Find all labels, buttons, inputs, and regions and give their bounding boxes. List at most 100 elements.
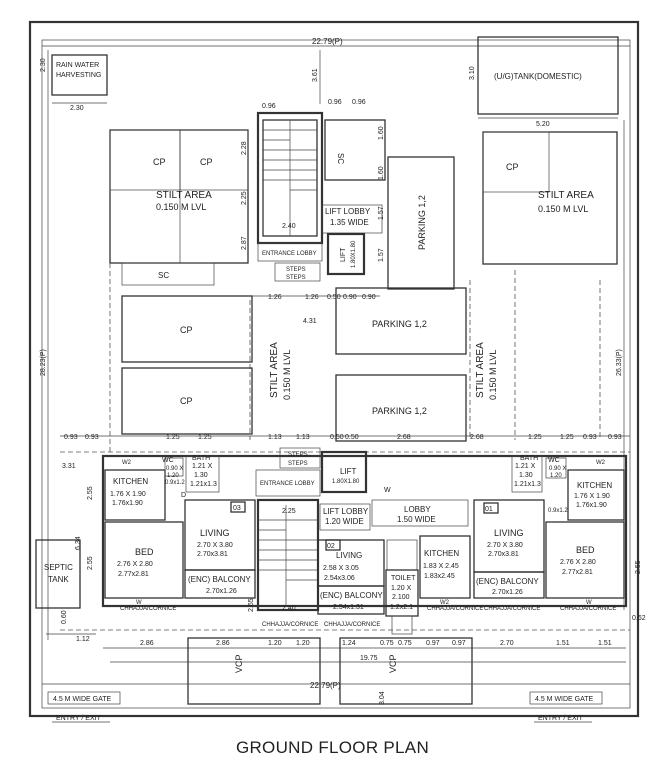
svg-text:1.80X1.80: 1.80X1.80: [351, 240, 357, 268]
svg-text:5.20: 5.20: [536, 121, 550, 128]
svg-text:1.20: 1.20: [167, 473, 179, 479]
svg-text:CP: CP: [200, 157, 213, 167]
bath-right: [511, 455, 543, 493]
svg-text:0.97: 0.97: [426, 640, 440, 647]
svg-text:1.21x1.3: 1.21x1.3: [514, 481, 541, 488]
svg-text:1.60: 1.60: [378, 166, 385, 180]
entrance-lobby-top: [257, 242, 323, 262]
svg-text:2.30: 2.30: [70, 105, 84, 112]
svg-text:2.68: 2.68: [397, 434, 411, 441]
inner-boundary: [41, 39, 631, 709]
svg-text:CHHAJJA/CORNICE: CHHAJJA/CORNICE: [484, 606, 540, 612]
lift-top: [326, 232, 366, 276]
gate-right: [529, 691, 603, 705]
svg-text:2.70x1.26: 2.70x1.26: [206, 588, 237, 595]
svg-text:0.75: 0.75: [380, 640, 394, 647]
svg-text:2.76 X 2.80: 2.76 X 2.80: [117, 561, 153, 568]
svg-text:W: W: [136, 600, 142, 606]
svg-text:BATH: BATH: [520, 455, 538, 462]
steps-bottom: [279, 447, 321, 469]
balcony-right: [473, 571, 545, 599]
svg-text:2.54x1.31: 2.54x1.31: [333, 604, 364, 611]
svg-text:KITCHEN: KITCHEN: [113, 477, 148, 486]
svg-text:1.20 WIDE: 1.20 WIDE: [325, 517, 364, 526]
svg-text:BED: BED: [135, 547, 154, 557]
svg-text:2.54x3.06: 2.54x3.06: [324, 575, 355, 582]
svg-text:W: W: [384, 487, 391, 494]
svg-text:2.65: 2.65: [248, 598, 255, 612]
svg-text:2.68: 2.68: [470, 434, 484, 441]
stilt-area-mid-right: STILT AREA: [475, 342, 486, 398]
svg-text:CHHAJJA/CORNICE: CHHAJJA/CORNICE: [120, 606, 176, 612]
svg-text:2.70x3.81: 2.70x3.81: [488, 551, 519, 558]
parking-low: [335, 374, 467, 442]
svg-text:2.70 X 3.80: 2.70 X 3.80: [197, 542, 233, 549]
svg-text:3.04: 3.04: [379, 691, 386, 705]
svg-text:22.79(P): 22.79(P): [310, 681, 341, 690]
entrance-lobby-bottom: [255, 469, 321, 497]
svg-text:2.87: 2.87: [241, 236, 248, 250]
plan-title: GROUND FLOOR PLAN: [235, 738, 430, 757]
svg-text:1.2x2.1: 1.2x2.1: [390, 604, 413, 611]
svg-text:2.40: 2.40: [282, 223, 296, 230]
svg-text:2.70x3.81: 2.70x3.81: [197, 551, 228, 558]
svg-text:CP: CP: [506, 162, 519, 172]
staircase-core-bottom: [256, 498, 320, 612]
svg-text:03: 03: [233, 505, 241, 512]
vcp-left: [187, 637, 321, 705]
svg-text:STEPS: STEPS: [288, 461, 308, 467]
lift-mid: [320, 450, 368, 494]
svg-text:VCP: VCP: [388, 654, 398, 673]
svg-text:1.50 WIDE: 1.50 WIDE: [397, 515, 436, 524]
svg-text:1.21 X: 1.21 X: [192, 463, 213, 470]
svg-text:2.55: 2.55: [87, 486, 94, 500]
svg-text:LOBBY: LOBBY: [404, 505, 431, 514]
svg-text:0.90 X: 0.90 X: [166, 466, 183, 472]
svg-text:1.21x1.3: 1.21x1.3: [190, 481, 217, 488]
cp-middle-left-2: [121, 367, 253, 435]
rain-water-harvesting: [51, 54, 108, 96]
svg-text:1.20: 1.20: [296, 640, 310, 647]
svg-text:CP: CP: [153, 157, 166, 167]
balcony-mid: [317, 585, 385, 615]
stilt-area-mid-left: STILT AREA: [269, 342, 280, 398]
svg-text:0.97: 0.97: [452, 640, 466, 647]
svg-text:1.25: 1.25: [560, 434, 574, 441]
svg-text:SC: SC: [158, 271, 169, 280]
svg-text:0.96: 0.96: [352, 99, 366, 106]
svg-text:01: 01: [485, 506, 493, 513]
left-height-dim: 28.23(P): [40, 349, 47, 376]
svg-text:CP: CP: [180, 396, 193, 406]
svg-text:(ENC) BALCONY: (ENC) BALCONY: [188, 575, 251, 584]
svg-text:1.60: 1.60: [378, 126, 385, 140]
svg-text:1.21 X: 1.21 X: [515, 463, 536, 470]
svg-text:0.62: 0.62: [632, 615, 646, 622]
svg-text:2.30: 2.30: [40, 58, 47, 72]
svg-text:ENTRANCE LOBBY: ENTRANCE LOBBY: [262, 251, 317, 257]
svg-text:2.100: 2.100: [392, 594, 410, 601]
svg-text:1.25: 1.25: [198, 434, 212, 441]
svg-text:1.30: 1.30: [194, 472, 208, 479]
svg-text:1.20: 1.20: [268, 640, 282, 647]
svg-text:LIFT LOBBY: LIFT LOBBY: [325, 207, 371, 216]
svg-text:LIFT: LIFT: [340, 467, 357, 476]
svg-text:0.150 M LVL: 0.150 M LVL: [488, 350, 498, 400]
svg-text:0.50: 0.50: [327, 294, 341, 301]
svg-text:1.25: 1.25: [166, 434, 180, 441]
svg-text:1.83x2.45: 1.83x2.45: [424, 573, 455, 580]
svg-text:2.28: 2.28: [241, 141, 248, 155]
svg-text:1.35 WIDE: 1.35 WIDE: [330, 218, 369, 227]
svg-text:0.93: 0.93: [583, 434, 597, 441]
svg-text:(ENC) BALCONY: (ENC) BALCONY: [320, 591, 383, 600]
gate-left: [47, 691, 121, 705]
lobby-mid: [371, 499, 469, 527]
svg-text:VCP: VCP: [234, 654, 244, 673]
septic-tank: [35, 539, 81, 609]
kitchen-right: [567, 469, 625, 521]
svg-text:1.13: 1.13: [268, 434, 282, 441]
svg-text:2.77x2.81: 2.77x2.81: [118, 571, 149, 578]
svg-text:CHHAJJA/CORNICE: CHHAJJA/CORNICE: [324, 622, 380, 628]
vcp-right: [339, 637, 473, 705]
svg-text:2.77x2.81: 2.77x2.81: [562, 569, 593, 576]
